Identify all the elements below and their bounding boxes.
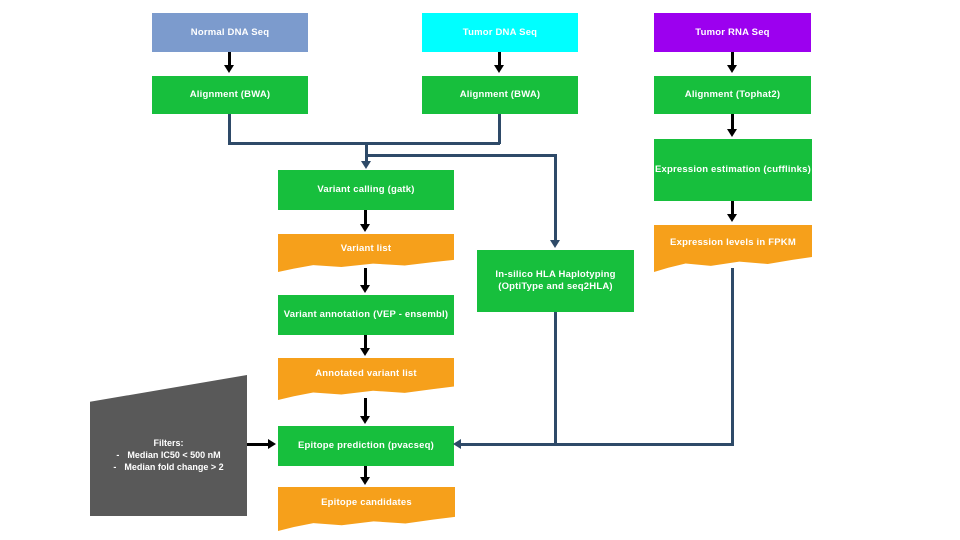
arrowhead-filters-to-epitope	[268, 439, 276, 449]
arrowhead-tophat-to-expression	[727, 129, 737, 137]
connector-fpkm-to-junction	[731, 268, 734, 445]
node-alignment-normal-bwa: Alignment (BWA)	[152, 76, 308, 114]
arrowhead-calling-to-list	[360, 224, 370, 232]
filters-bullet-2: -	[113, 461, 117, 472]
arrowhead-annotation-to-annotated	[360, 348, 370, 356]
node-variant-calling: Variant calling (gatk)	[278, 170, 454, 210]
filters-item-1-text: Median IC50 < 500 nM	[127, 449, 221, 460]
arrowhead-annotated-to-epitope	[360, 416, 370, 424]
node-normal-dna-seq: Normal DNA Seq	[152, 13, 308, 52]
node-variant-list: Variant list	[278, 234, 454, 272]
filters-title: Filters:	[153, 437, 184, 448]
arrowhead-tumor-to-alignment	[494, 65, 504, 73]
node-expression-estimation: Expression estimation (cufflinks)	[654, 139, 812, 201]
filters-item-2: - Median fold change > 2	[113, 462, 223, 472]
connector-junction-to-epitope	[460, 443, 734, 446]
arrowhead-expression-to-fpkm	[727, 214, 737, 222]
arrow-tumor-to-alignment	[498, 52, 501, 67]
hla-haplotyping-line1: In-silico HLA Haplotyping	[495, 269, 616, 281]
node-alignment-tophat2: Alignment (Tophat2)	[654, 76, 811, 114]
arrowhead-junction-to-epitope	[453, 439, 461, 449]
arrow-epitope-to-candidates	[364, 466, 367, 478]
connector-to-hla-horizontal	[365, 154, 556, 157]
arrowhead-merge-to-calling	[361, 161, 371, 169]
node-alignment-tumor-bwa: Alignment (BWA)	[422, 76, 578, 114]
filters-item-1: - Median IC50 < 500 nM	[116, 450, 220, 460]
connector-hla-to-junction	[554, 312, 557, 445]
arrowhead-rna-to-alignment	[727, 65, 737, 73]
filters-item-2-text: Median fold change > 2	[124, 461, 224, 472]
connector-merge-horizontal	[228, 142, 500, 145]
arrowhead-epitope-to-candidates	[360, 477, 370, 485]
arrow-expression-to-fpkm	[731, 201, 734, 216]
arrow-rna-to-alignment	[731, 52, 734, 67]
connector-tumor-alignment-down	[498, 114, 501, 144]
hla-haplotyping-line2: (OptiType and seq2HLA)	[498, 281, 613, 292]
connector-to-hla-vertical	[554, 154, 557, 241]
connector-normal-alignment-down	[228, 114, 231, 144]
connector-merge-to-calling	[365, 143, 368, 162]
arrowhead-list-to-annotation	[360, 285, 370, 293]
node-variant-annotation: Variant annotation (VEP - ensembl)	[278, 295, 454, 335]
arrowhead-to-hla	[550, 240, 560, 248]
arrow-filters-to-epitope	[247, 443, 269, 446]
node-filters: Filters: - Median IC50 < 500 nM - Median…	[90, 375, 247, 516]
node-annotated-variant-list: Annotated variant list	[278, 358, 454, 400]
node-epitope-prediction: Epitope prediction (pvacseq)	[278, 426, 454, 466]
arrow-list-to-annotation	[364, 268, 367, 286]
arrow-annotated-to-epitope	[364, 398, 367, 417]
arrowhead-normal-to-alignment	[224, 65, 234, 73]
node-hla-haplotyping: In-silico HLA Haplotyping (OptiType and …	[477, 250, 634, 312]
node-tumor-dna-seq: Tumor DNA Seq	[422, 13, 578, 52]
node-expression-levels-fpkm: Expression levels in FPKM	[654, 225, 812, 272]
arrow-calling-to-list	[364, 210, 367, 225]
filters-bullet-1: -	[116, 449, 120, 460]
node-epitope-candidates: Epitope candidates	[278, 487, 455, 531]
arrow-annotation-to-annotated	[364, 335, 367, 349]
node-tumor-rna-seq: Tumor RNA Seq	[654, 13, 811, 52]
arrow-tophat-to-expression	[731, 114, 734, 130]
arrow-normal-to-alignment	[228, 52, 231, 67]
